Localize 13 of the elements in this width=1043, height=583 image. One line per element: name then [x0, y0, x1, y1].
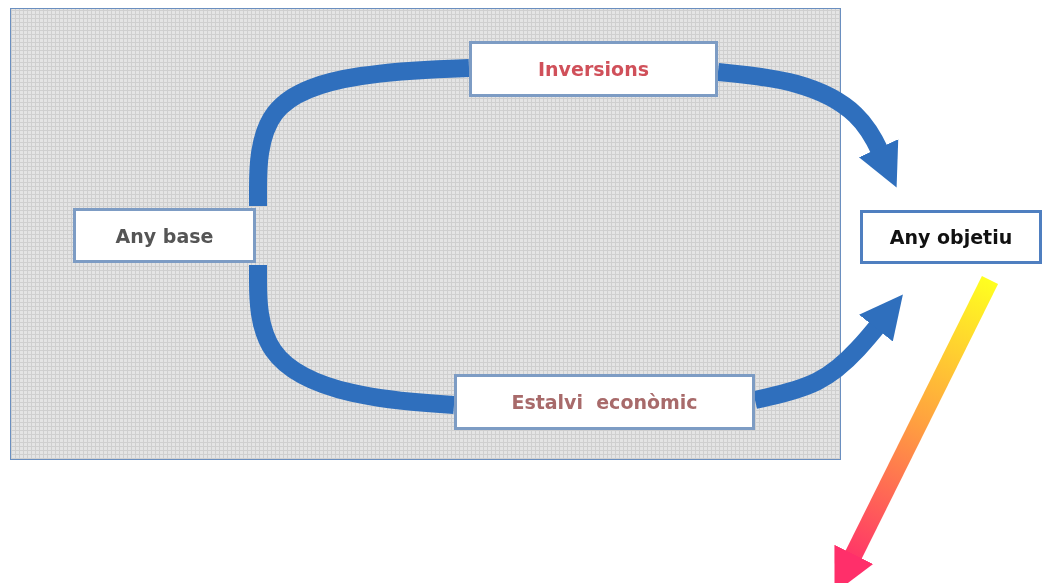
- label-box: [454, 374, 755, 430]
- box-label: Any objetiu: [889, 226, 1013, 248]
- curved-band: [249, 59, 470, 206]
- box-label: Estalvi econòmic: [511, 391, 698, 413]
- arrow: [717, 63, 899, 188]
- label-box: [860, 210, 1042, 264]
- label-box: [73, 208, 256, 263]
- box-label: Inversions: [538, 58, 649, 80]
- arrow: [834, 276, 999, 583]
- arrow: [753, 294, 903, 409]
- curved-band: [249, 265, 455, 414]
- box-label: Any base: [115, 224, 214, 247]
- label-box: [469, 41, 718, 97]
